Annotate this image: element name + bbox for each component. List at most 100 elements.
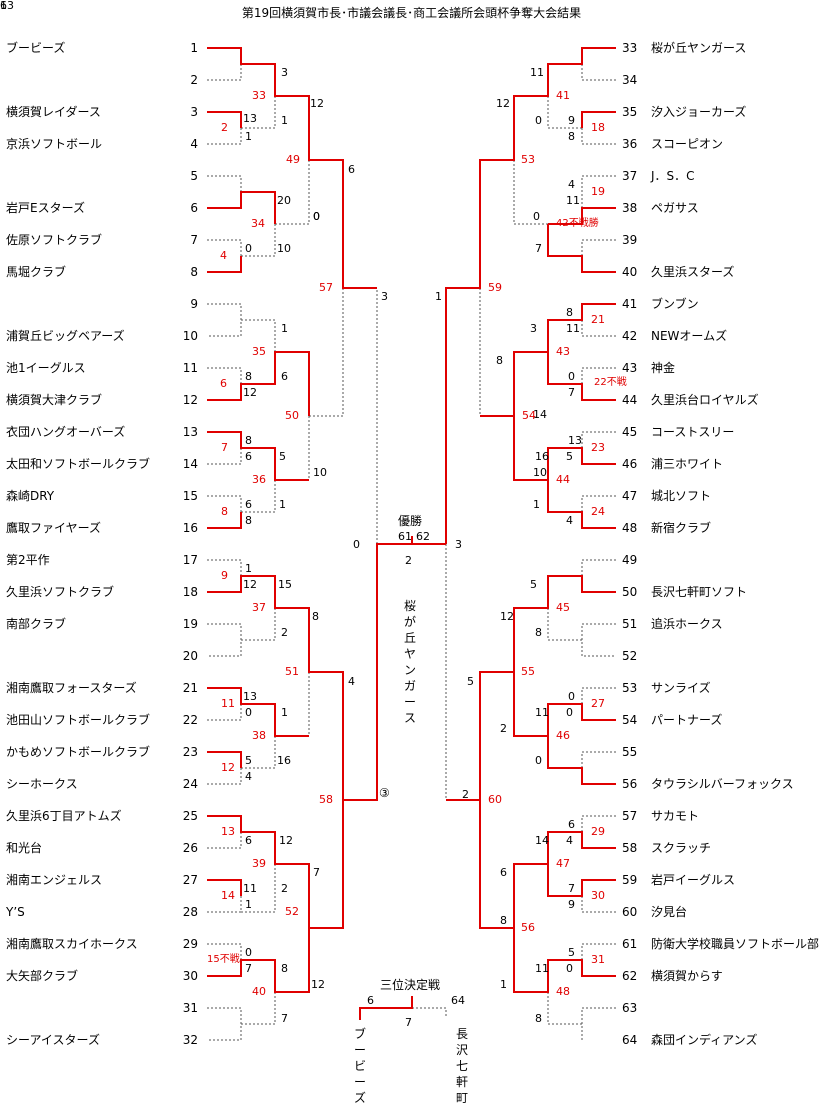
match-score: 4 bbox=[348, 675, 355, 688]
match-score: 62 bbox=[416, 530, 430, 543]
seed-number-right: 34 bbox=[622, 73, 638, 87]
match-score: 5 bbox=[568, 946, 575, 959]
game-number: 42不戦勝 bbox=[556, 218, 599, 229]
game-number: 41 bbox=[556, 89, 570, 102]
game-number: 38 bbox=[252, 729, 266, 742]
team-name-left: 衣団ハングオーバーズ bbox=[6, 425, 126, 439]
game-number: 43 bbox=[556, 345, 570, 358]
game-number: 51 bbox=[285, 665, 299, 678]
seed-number-left: 6 bbox=[190, 201, 198, 215]
team-name-left: 和光台 bbox=[6, 841, 43, 855]
game-number: 19 bbox=[591, 185, 605, 198]
match-score: 1 bbox=[245, 130, 252, 143]
team-name-right: J．S．C bbox=[651, 169, 695, 183]
team-name-right: NEWオームズ bbox=[651, 329, 728, 343]
seed-number-left: 7 bbox=[190, 233, 198, 247]
game-number: 48 bbox=[556, 985, 570, 998]
final-mark: ③ bbox=[379, 786, 390, 800]
team-name-right: 城北ソフト bbox=[651, 489, 712, 503]
game-number: 53 bbox=[521, 153, 535, 166]
team-name-right: サカモト bbox=[651, 809, 700, 823]
match-score: 5 bbox=[245, 754, 252, 767]
match-score: 13 bbox=[243, 112, 257, 125]
seed-number-left: 12 bbox=[182, 393, 198, 407]
third-place-label: 三位決定戦 bbox=[380, 978, 441, 992]
match-score: 7 bbox=[245, 962, 252, 975]
seed-number-left: 2 bbox=[190, 73, 198, 87]
match-score: 0 bbox=[566, 706, 573, 719]
team-name-left: 浦賀丘ビッグベアーズ bbox=[6, 329, 125, 343]
team-name-right: タウラシルバーフォックス bbox=[651, 777, 794, 791]
match-score: 12 bbox=[310, 97, 324, 110]
seed-number-left: 3 bbox=[190, 105, 198, 119]
team-name-left: 第2平作 bbox=[6, 553, 50, 567]
game-number: 52 bbox=[285, 905, 299, 918]
team-name-right: 新宿クラブ bbox=[651, 521, 712, 535]
match-score: 9 bbox=[568, 114, 575, 127]
match-score: 12 bbox=[500, 610, 514, 623]
team-name-left: 太田和ソフトボールクラブ bbox=[6, 457, 151, 471]
seed-number-right: 50 bbox=[622, 585, 638, 599]
page-title: 第19回横須賀市長･市議会議長･商工会議所会頭杯争奪大会結果 bbox=[241, 6, 582, 20]
match-score: 8 bbox=[281, 962, 288, 975]
seed-number-right: 42 bbox=[622, 329, 638, 343]
seed-number-left: 14 bbox=[182, 457, 198, 471]
game-number: 8 bbox=[221, 505, 228, 518]
game-number: 49 bbox=[286, 153, 300, 166]
seed-number-left: 28 bbox=[182, 905, 198, 919]
game-number: 56 bbox=[521, 921, 535, 934]
seed-number-right: 60 bbox=[622, 905, 638, 919]
match-score: 2 bbox=[281, 626, 288, 639]
seed-number-right: 47 bbox=[622, 489, 638, 503]
match-score: 0 bbox=[568, 690, 575, 703]
match-score: 13 bbox=[568, 434, 582, 447]
match-score: 3 bbox=[530, 322, 537, 335]
team-name-right: 汐入ジョーカーズ bbox=[651, 105, 747, 119]
match-score: 6 bbox=[568, 818, 575, 831]
third-right-team-vertical: 長沢七軒町 bbox=[455, 1027, 468, 1105]
match-score: 13 bbox=[243, 690, 257, 703]
match-score: 14 bbox=[535, 834, 549, 847]
match-score: 8 bbox=[312, 610, 319, 623]
seed-number-left: 17 bbox=[182, 553, 198, 567]
team-name-left: シーアイスターズ bbox=[6, 1033, 100, 1047]
match-score: 8 bbox=[535, 626, 542, 639]
seed-number-left: 5 bbox=[190, 169, 198, 183]
seed-number-right: 63 bbox=[622, 1001, 638, 1015]
match-score: 6 bbox=[245, 498, 252, 511]
seed-number-right: 46 bbox=[622, 457, 638, 471]
match-score: 8 bbox=[496, 354, 503, 367]
match-score: 4 bbox=[245, 770, 252, 783]
game-number: 59 bbox=[488, 281, 502, 294]
match-score: 7 bbox=[281, 1012, 288, 1025]
team-name-left: 池1イーグルス bbox=[6, 361, 86, 375]
match-score: 1 bbox=[281, 322, 288, 335]
match-score: 20 bbox=[277, 194, 291, 207]
game-number: 33 bbox=[252, 89, 266, 102]
seed-number-left: 25 bbox=[182, 809, 198, 823]
seed-number-right: 40 bbox=[622, 265, 638, 279]
seed-number-left: 24 bbox=[182, 777, 198, 791]
match-score: 5 bbox=[530, 578, 537, 591]
team-name-right: 岩戸イーグルス bbox=[651, 873, 736, 887]
seed-number-left: 1 bbox=[190, 41, 198, 55]
seed-number-left: 31 bbox=[182, 1001, 198, 1015]
game-number: 46 bbox=[556, 729, 570, 742]
game-number: 12 bbox=[221, 761, 235, 774]
seed-number-right: 43 bbox=[622, 361, 638, 375]
seed-number-left: 23 bbox=[182, 745, 198, 759]
match-score: 1 bbox=[500, 978, 507, 991]
match-score: 7 bbox=[568, 386, 575, 399]
match-score: 0 bbox=[568, 370, 575, 383]
seed-number-right: 62 bbox=[622, 969, 638, 983]
team-name-right: 久里浜台ロイヤルズ bbox=[651, 393, 759, 407]
match-score: 14 bbox=[533, 408, 547, 421]
match-score: 10 bbox=[277, 242, 291, 255]
game-number: 55 bbox=[521, 665, 535, 678]
seed-number-right: 39 bbox=[622, 233, 638, 247]
match-score: 0 bbox=[245, 946, 252, 959]
team-name-left: 南部クラブ bbox=[6, 617, 67, 631]
seed-number-left: 8 bbox=[190, 265, 198, 279]
seed-number-left: 32 bbox=[182, 1033, 198, 1047]
team-name-right: ブンブン bbox=[651, 297, 699, 311]
